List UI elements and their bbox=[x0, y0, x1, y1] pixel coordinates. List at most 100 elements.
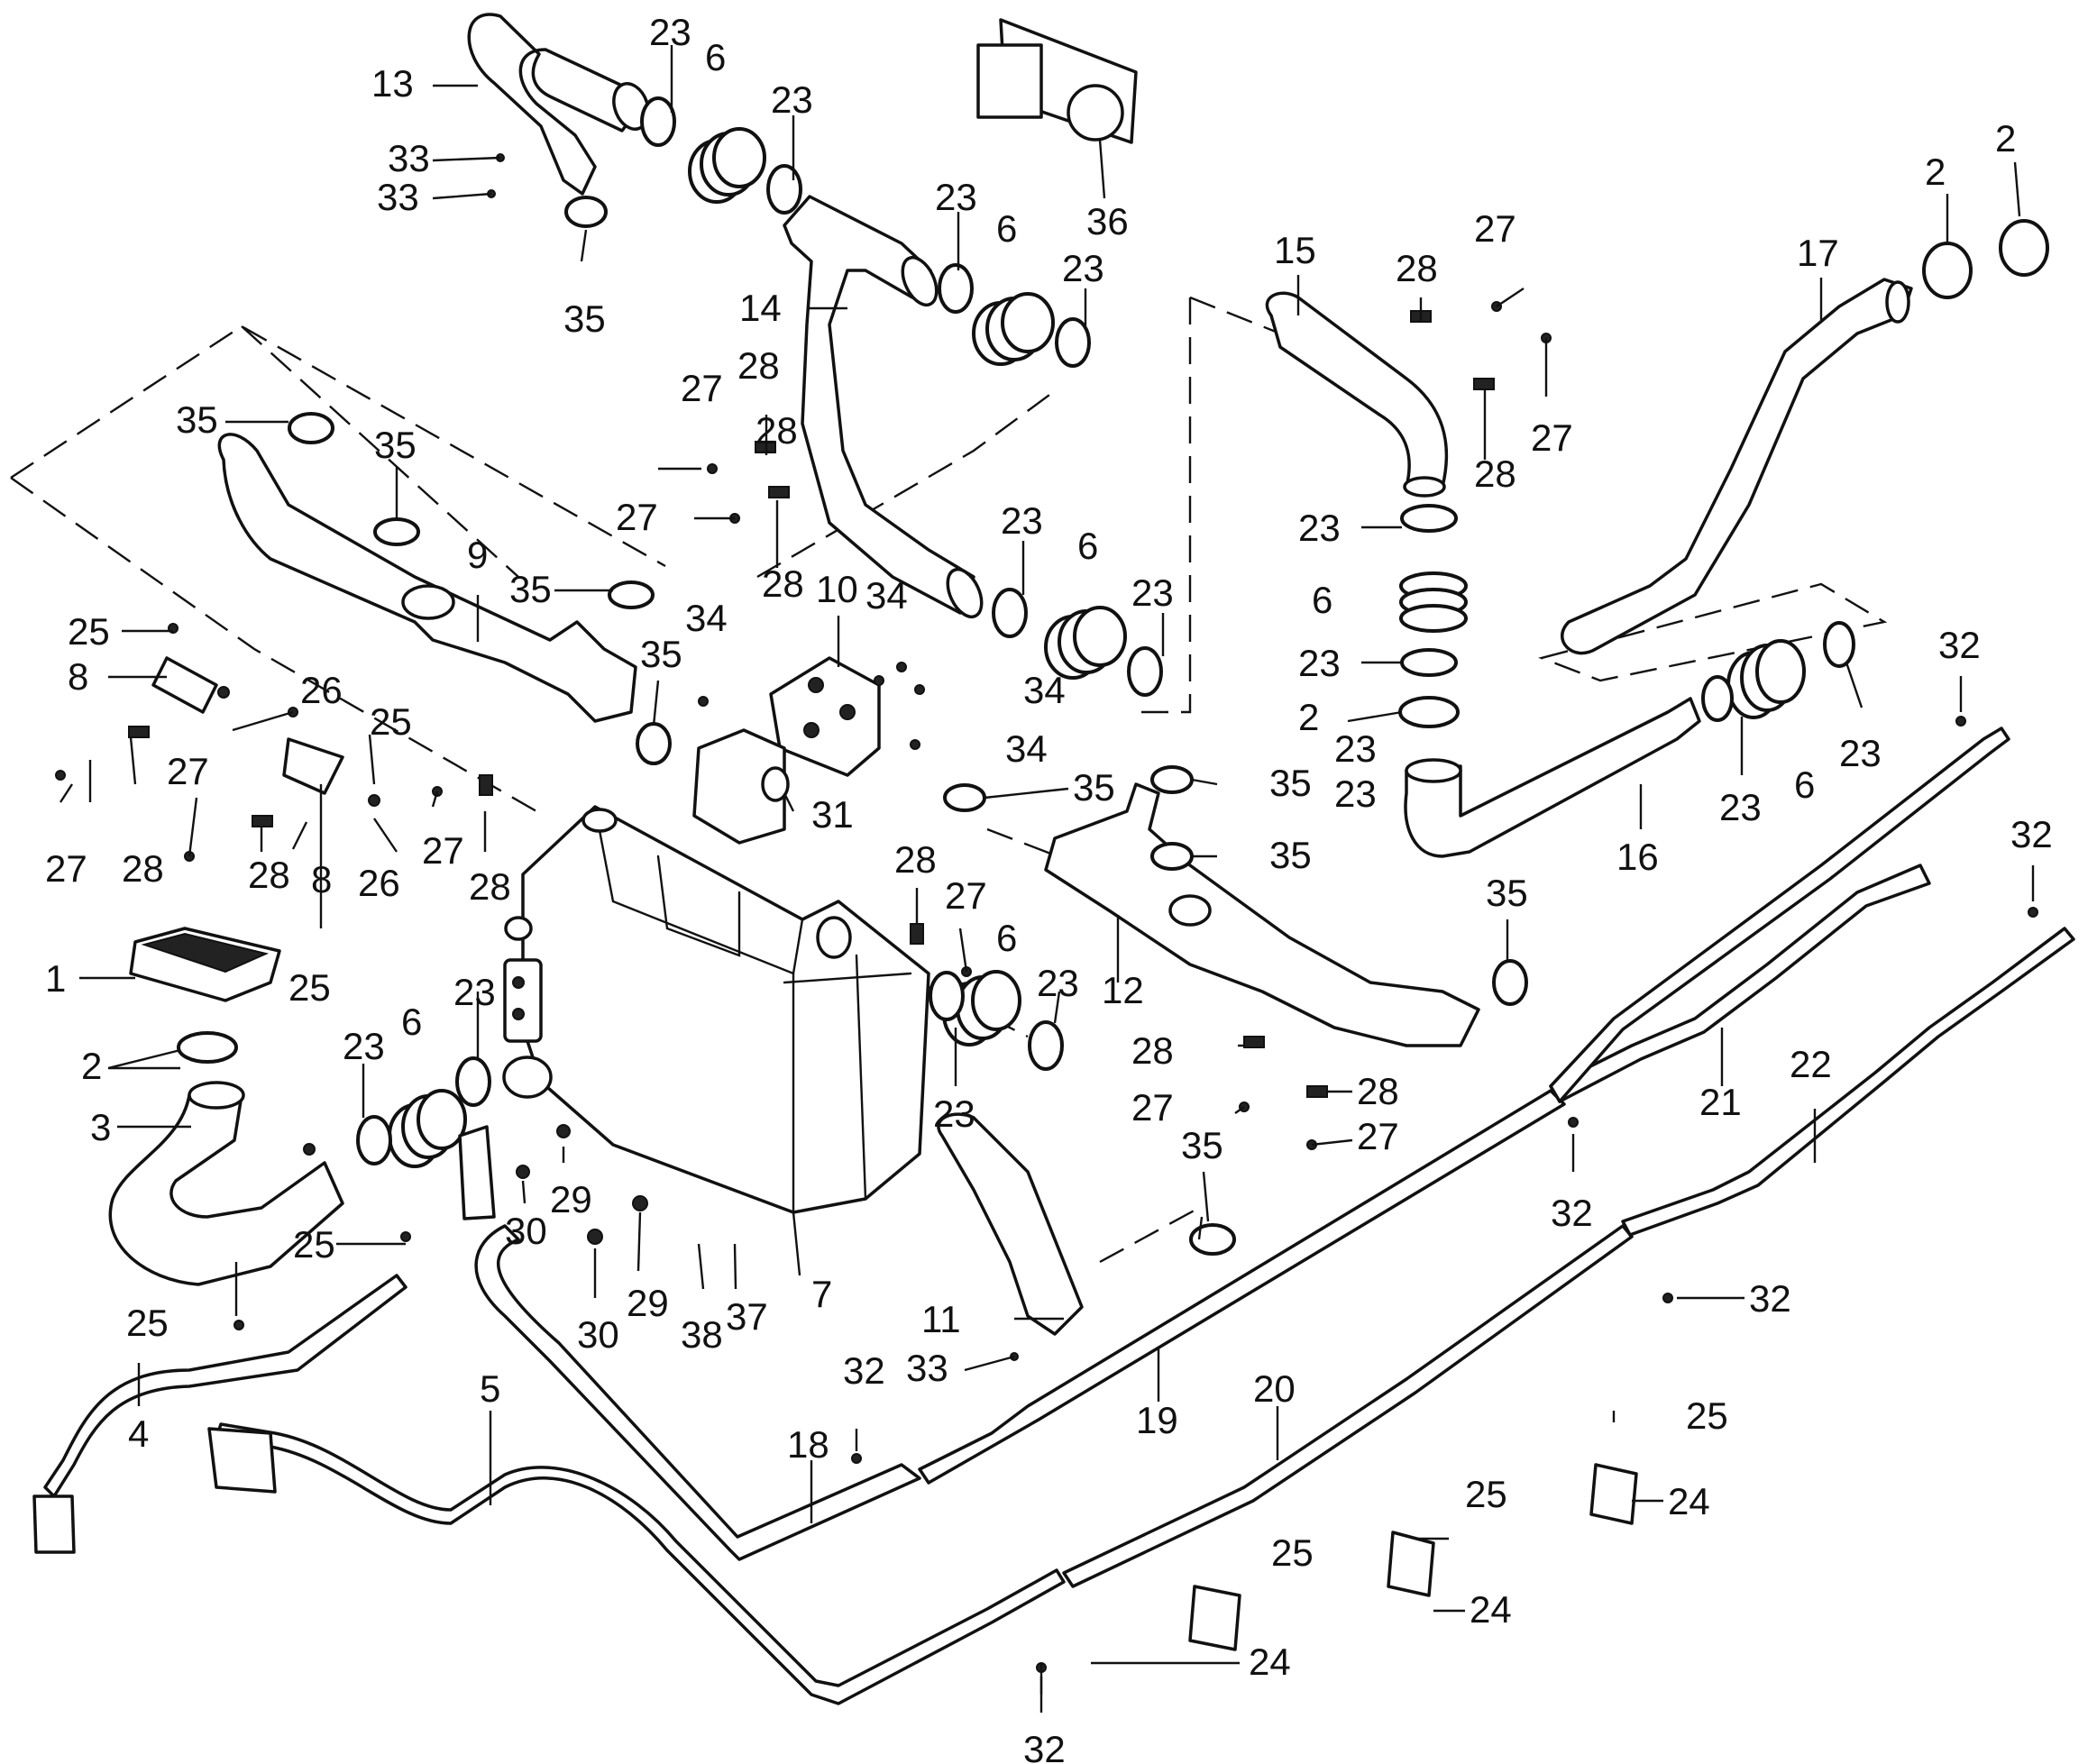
callout-7: 7 bbox=[811, 1273, 832, 1315]
callout-labels: 1 2 3 4 5 6 7 8 8 9 10 11 12 13 14 15 16… bbox=[45, 11, 2053, 1764]
callout-28: 28 bbox=[894, 838, 937, 881]
line-4 bbox=[43, 1274, 407, 1498]
callout-33: 33 bbox=[906, 1347, 948, 1389]
callout-6: 6 bbox=[1312, 579, 1332, 621]
callout-27: 27 bbox=[945, 874, 987, 917]
callout-12: 12 bbox=[1102, 969, 1144, 1011]
callout-6: 6 bbox=[996, 207, 1017, 250]
callout-27: 27 bbox=[616, 496, 658, 538]
fasteners bbox=[32, 153, 2038, 1673]
hose-14 bbox=[783, 195, 975, 615]
callout-5: 5 bbox=[480, 1367, 500, 1410]
callout-11: 11 bbox=[921, 1298, 961, 1340]
line-upper-right bbox=[1549, 727, 2010, 1103]
callout-27: 27 bbox=[1531, 416, 1573, 459]
airbox-parts bbox=[108, 927, 344, 1286]
callout-9: 9 bbox=[467, 534, 488, 576]
line-18 bbox=[474, 1224, 921, 1561]
callout-6: 6 bbox=[705, 36, 726, 78]
callout-23: 23 bbox=[1334, 727, 1377, 770]
callout-23: 23 bbox=[1334, 772, 1377, 815]
callout-28: 28 bbox=[755, 409, 798, 452]
callout-35: 35 bbox=[1486, 872, 1528, 914]
callout-23: 23 bbox=[343, 1025, 385, 1067]
bracket-8a bbox=[151, 656, 218, 714]
connector-5 bbox=[207, 1427, 277, 1494]
callout-35: 35 bbox=[1073, 766, 1115, 809]
coupling-6g bbox=[388, 1089, 467, 1168]
callout-32: 32 bbox=[1023, 1728, 1066, 1764]
clip-24c bbox=[1589, 1463, 1638, 1525]
hose-15 bbox=[1265, 291, 1449, 489]
clip-24a bbox=[1188, 1585, 1241, 1651]
hose-3 bbox=[108, 1093, 344, 1286]
callout-25: 25 bbox=[293, 1223, 335, 1266]
callout-2: 2 bbox=[1995, 117, 2016, 160]
callout-35: 35 bbox=[563, 297, 606, 340]
bracket-10 bbox=[769, 656, 881, 777]
callout-30: 30 bbox=[577, 1313, 619, 1356]
block-31 bbox=[692, 728, 786, 845]
callout-3: 3 bbox=[90, 1106, 111, 1148]
coupling-6a bbox=[688, 127, 766, 204]
callout-24: 24 bbox=[1249, 1641, 1291, 1683]
dashed-frames bbox=[10, 296, 1888, 1264]
callout-28: 28 bbox=[469, 865, 511, 908]
coupling-6e bbox=[1726, 639, 1806, 719]
callout-23: 23 bbox=[649, 11, 691, 53]
callout-34: 34 bbox=[865, 574, 908, 617]
callout-27: 27 bbox=[1474, 207, 1516, 250]
callout-23: 23 bbox=[1298, 507, 1341, 549]
callout-2: 2 bbox=[81, 1045, 102, 1087]
callout-14: 14 bbox=[739, 287, 782, 329]
callout-23: 23 bbox=[933, 1092, 975, 1135]
callout-25: 25 bbox=[68, 610, 110, 653]
callout-35: 35 bbox=[176, 398, 218, 441]
callout-21: 21 bbox=[1699, 1081, 1742, 1123]
callout-28: 28 bbox=[762, 562, 804, 605]
callout-34: 34 bbox=[685, 597, 728, 639]
line-20 bbox=[1062, 1224, 1634, 1588]
callout-35: 35 bbox=[1181, 1124, 1223, 1166]
couplings bbox=[388, 127, 1806, 1168]
callout-25: 25 bbox=[1686, 1394, 1728, 1437]
callout-23: 23 bbox=[453, 971, 496, 1013]
callout-2: 2 bbox=[1925, 151, 1946, 193]
callout-32: 32 bbox=[843, 1349, 885, 1392]
hose-9 bbox=[217, 433, 637, 723]
coupling-6b bbox=[972, 292, 1055, 366]
callout-23: 23 bbox=[1062, 247, 1104, 289]
callout-26: 26 bbox=[300, 669, 343, 711]
callout-23: 23 bbox=[1298, 642, 1341, 684]
hose-16 bbox=[1404, 697, 1701, 858]
line-19 bbox=[918, 1089, 1566, 1485]
clip-24b bbox=[1387, 1531, 1435, 1597]
callout-8: 8 bbox=[311, 858, 332, 900]
callout-28: 28 bbox=[737, 344, 780, 387]
bracket-8b bbox=[282, 737, 344, 795]
callout-16: 16 bbox=[1616, 836, 1659, 878]
callout-30: 30 bbox=[505, 1210, 547, 1252]
callout-37: 37 bbox=[726, 1295, 768, 1338]
callout-23: 23 bbox=[935, 176, 977, 218]
callout-6: 6 bbox=[996, 917, 1017, 959]
callout-25: 25 bbox=[370, 700, 412, 743]
leader-lines bbox=[59, 45, 2035, 1713]
callout-32: 32 bbox=[2010, 813, 2053, 855]
callout-34: 34 bbox=[1023, 669, 1066, 711]
callout-25: 25 bbox=[126, 1302, 169, 1344]
callout-28: 28 bbox=[122, 847, 164, 890]
callout-33: 33 bbox=[388, 137, 430, 179]
callout-29: 29 bbox=[627, 1282, 669, 1324]
callout-32: 32 bbox=[1938, 624, 1981, 666]
callout-23: 23 bbox=[1131, 571, 1174, 614]
line-5 bbox=[215, 1422, 1066, 1705]
callout-15: 15 bbox=[1274, 229, 1316, 271]
callout-4: 4 bbox=[128, 1412, 149, 1455]
callout-22: 22 bbox=[1790, 1043, 1832, 1085]
line-22 bbox=[1621, 927, 2075, 1237]
clamps-and-seals bbox=[288, 96, 2049, 1256]
callout-19: 19 bbox=[1136, 1399, 1178, 1441]
callout-25: 25 bbox=[1465, 1473, 1507, 1515]
